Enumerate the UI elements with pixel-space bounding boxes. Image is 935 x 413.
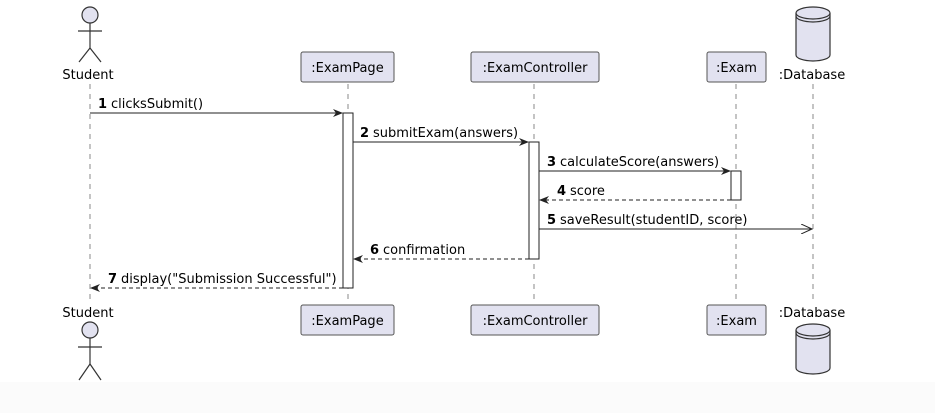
actor-head [81, 321, 99, 339]
participant-exam-top: :Exam [706, 51, 767, 83]
message-4-number: 4 [557, 184, 566, 199]
message-2-number: 2 [360, 126, 369, 141]
message-7-number: 7 [108, 272, 117, 287]
actor-head [81, 6, 99, 24]
participant-exam-controller-top: :ExamController [470, 51, 600, 83]
actor-student-bottom [78, 321, 102, 381]
activation-exam [730, 170, 742, 201]
message-6-number: 6 [370, 243, 379, 258]
database-icon-top [795, 6, 831, 62]
participant-exam-page-top: :ExamPage [300, 51, 395, 83]
message-3-label: calculateScore(answers) [560, 155, 719, 170]
activation-exam-page [342, 112, 354, 289]
footer-band [0, 382, 935, 413]
participant-exam-controller-bottom-label: :ExamController [483, 314, 589, 329]
participant-exam-bottom-label: :Exam [716, 314, 757, 329]
database-icon-bottom [795, 323, 831, 375]
message-1-label: clicksSubmit() [111, 97, 203, 112]
message-1-number: 1 [98, 97, 107, 112]
participant-student-bottom-label: Student [62, 306, 113, 321]
message-5-number: 5 [547, 213, 556, 228]
participant-exam-page-top-label: :ExamPage [311, 61, 383, 76]
message-7-label: display("Submission Successful") [121, 272, 337, 287]
participant-exam-page-bottom-label: :ExamPage [311, 314, 383, 329]
message-2-label: submitExam(answers) [373, 126, 518, 141]
participant-database-top-label: :Database [779, 68, 845, 83]
participant-exam-top-label: :Exam [716, 61, 757, 76]
message-5-label: saveResult(studentID, score) [560, 213, 747, 228]
actor-student-top [78, 6, 102, 63]
participant-exam-controller-bottom: :ExamController [470, 304, 600, 336]
message-4-label: score [570, 184, 605, 199]
participant-exam-bottom: :Exam [706, 304, 767, 336]
participant-exam-controller-top-label: :ExamController [483, 61, 589, 76]
participant-database-bottom-label: :Database [779, 306, 845, 321]
participant-student-top-label: Student [62, 68, 113, 83]
message-3-number: 3 [547, 155, 556, 170]
participant-exam-page-bottom: :ExamPage [300, 304, 395, 336]
message-6-label: confirmation [383, 243, 465, 258]
activation-exam-controller [528, 141, 540, 260]
